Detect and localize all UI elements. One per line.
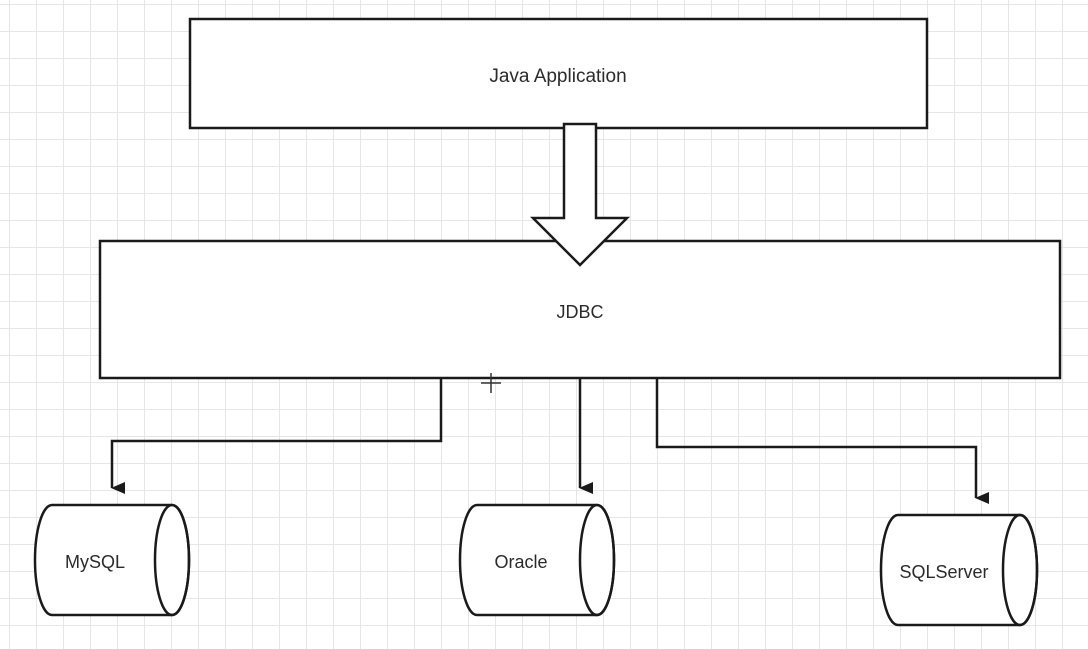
java-application-node[interactable]: Java Application: [188, 17, 929, 130]
jdbc-to-sqlserver-connector: [655, 379, 989, 504]
oracle-database-node[interactable]: Oracle: [458, 503, 616, 617]
jdbc-label: JDBC: [556, 302, 603, 322]
sqlserver-label: SQLServer: [899, 562, 988, 582]
oracle-label: Oracle: [494, 552, 547, 572]
java-application-label: Java Application: [489, 66, 626, 87]
sqlserver-database-node[interactable]: SQLServer: [879, 513, 1039, 627]
app-to-jdbc-arrow: [529, 122, 631, 267]
mysql-label: MySQL: [65, 552, 125, 572]
crosshair-cursor-icon: [481, 373, 501, 393]
mysql-database-node[interactable]: MySQL: [33, 503, 191, 617]
jdbc-to-mysql-connector: [110, 379, 443, 494]
